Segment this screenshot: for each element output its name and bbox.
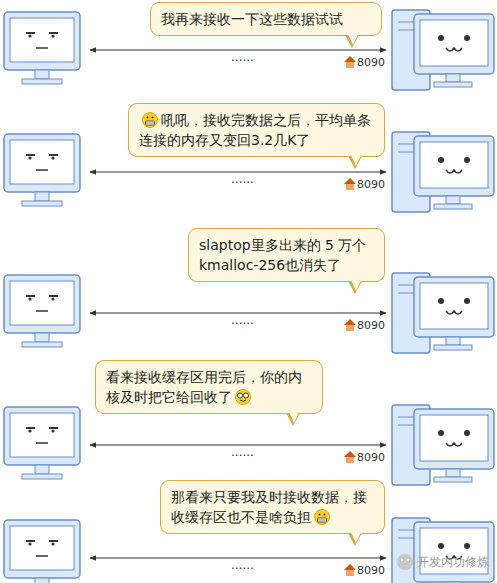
bubble-text: 吼吼，接收完数据之后，平均单条连接的内存又变回3.2几K了 bbox=[139, 112, 371, 148]
emoji-eye bbox=[147, 117, 149, 119]
row-scene bbox=[4, 273, 494, 353]
row-scene bbox=[4, 10, 494, 90]
emoji-glasses bbox=[244, 393, 249, 398]
speech-bubble: slaptop里多出来的 5 万个 kmalloc-256也消失了 bbox=[188, 228, 385, 282]
bubble-text: 看来接收缓存区用完后，你的内核及时把它给回收了 bbox=[106, 369, 302, 405]
bubble-text: 我再来接收一下这些数据试试 bbox=[161, 11, 343, 27]
ellipsis-text: ...... bbox=[231, 558, 254, 572]
emoji-eye bbox=[319, 514, 321, 516]
emoji-teeth bbox=[318, 518, 327, 522]
emoji-face bbox=[235, 389, 251, 405]
ellipsis-text: ...... bbox=[231, 172, 254, 186]
speech-bubble: 看来接收缓存区用完后，你的内核及时把它给回收了 bbox=[95, 360, 323, 414]
ellipsis-text: ...... bbox=[231, 313, 254, 327]
bubble-text: 那看来只要我及时接收数据，接收缓存区也不是啥负担 bbox=[171, 489, 367, 525]
speech-bubble: 吼吼，接收完数据之后，平均单条连接的内存又变回3.2几K了 bbox=[128, 103, 385, 157]
watermark: 开发内功修炼 bbox=[417, 554, 489, 571]
emoji-teeth bbox=[146, 121, 155, 125]
emoji-eye bbox=[324, 514, 326, 516]
speech-bubble: 那看来只要我及时接收数据，接收缓存区也不是啥负担 bbox=[160, 480, 385, 534]
port-number: 8090 bbox=[357, 178, 385, 191]
emoji-head bbox=[143, 113, 158, 128]
emoji-mouth bbox=[240, 400, 246, 401]
emoji-eye bbox=[152, 117, 154, 119]
port-number: 8090 bbox=[357, 56, 385, 69]
speech-bubble: 我再来接收一下这些数据试试 bbox=[150, 2, 382, 36]
watermark-icon bbox=[397, 554, 413, 570]
emoji-teeth-line bbox=[146, 123, 155, 124]
emoji-glasses bbox=[238, 393, 243, 398]
row-scene bbox=[4, 405, 494, 485]
emoji-face bbox=[314, 509, 330, 525]
port-number: 8090 bbox=[357, 451, 385, 464]
emoji-teeth-line bbox=[318, 520, 327, 521]
watermark-icon-dot bbox=[407, 559, 410, 562]
emoji-head bbox=[236, 390, 251, 405]
emoji-face bbox=[142, 112, 158, 128]
ellipsis-text: ...... bbox=[231, 50, 254, 64]
port-number: 8090 bbox=[357, 319, 385, 332]
watermark-icon-dot bbox=[401, 559, 404, 562]
bubble-text: slaptop里多出来的 5 万个 kmalloc-256也消失了 bbox=[199, 237, 366, 273]
emoji-head bbox=[315, 510, 330, 525]
port-number: 8090 bbox=[357, 564, 385, 577]
ellipsis-text: ...... bbox=[231, 445, 254, 459]
